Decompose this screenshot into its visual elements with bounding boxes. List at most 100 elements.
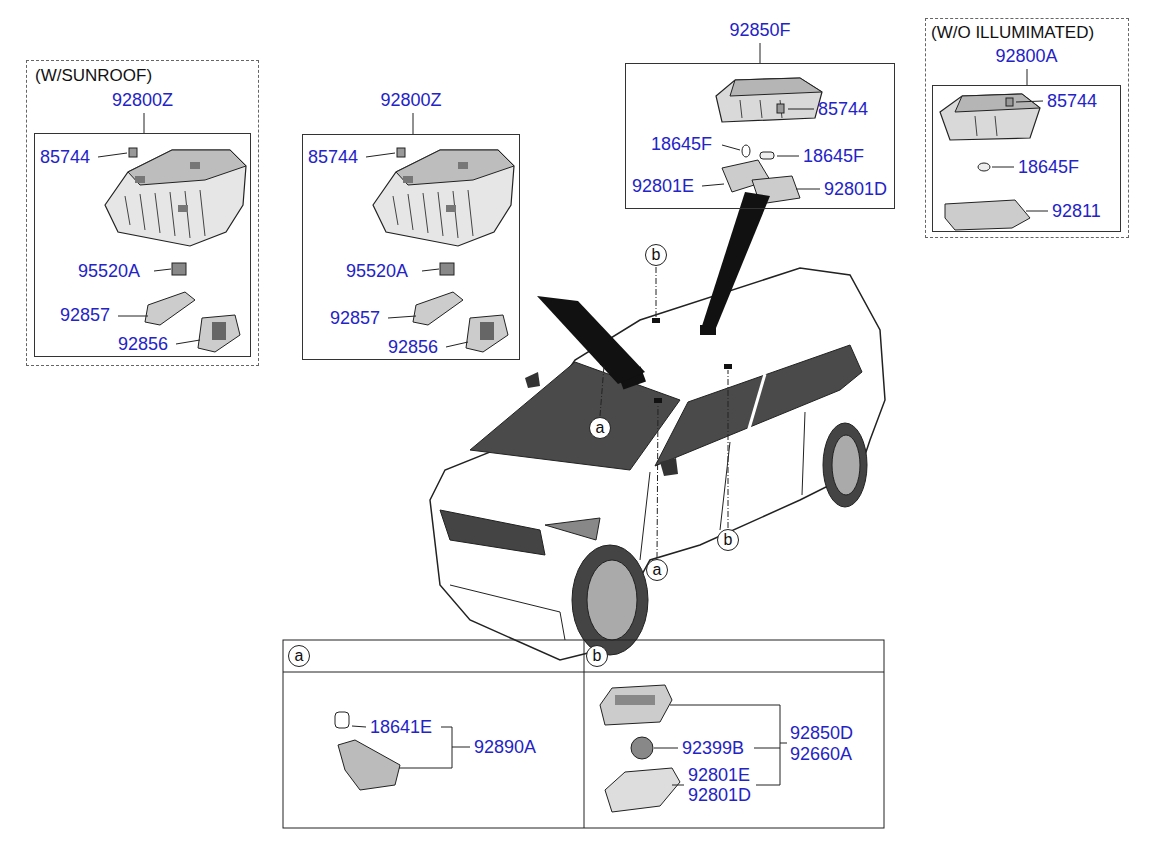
illustration-part	[154, 269, 171, 271]
illustration-part	[452, 747, 470, 748]
illustration-part	[777, 104, 784, 113]
circle-shape	[718, 530, 739, 551]
illustration-part	[470, 362, 680, 470]
illustration-part	[657, 404, 658, 558]
callout-letter: a	[653, 559, 662, 581]
illustration-part	[446, 342, 468, 347]
assembly-number: 92800Z	[380, 89, 441, 111]
illustration-part	[430, 268, 885, 660]
illustration-part	[760, 100, 762, 118]
part-number: 18641E	[370, 716, 432, 738]
illustration-part	[605, 768, 680, 812]
illustration-part	[631, 737, 653, 759]
illustration-part	[587, 560, 637, 640]
illustration-part	[660, 458, 678, 476]
illustration-part	[992, 167, 1014, 168]
illustration-part	[670, 705, 780, 706]
callout-circle: a	[589, 417, 611, 439]
part-number: 95520A	[78, 260, 140, 282]
variant-title: (W/SUNROOF)	[35, 65, 152, 87]
illustration-part	[600, 366, 604, 416]
illustration-part	[978, 163, 990, 171]
illustration-part	[1026, 211, 1048, 212]
illustration-part	[1016, 101, 1043, 102]
part-number: 85744	[308, 146, 358, 168]
part-number: 92857	[60, 304, 110, 326]
illustration-part	[338, 740, 400, 790]
part-number: 85744	[818, 98, 868, 120]
illustration-part	[724, 364, 732, 369]
illustration-part	[654, 398, 662, 403]
callout-circle: a	[288, 645, 310, 667]
illustration-part	[702, 192, 770, 328]
part-number: 18645F	[651, 133, 712, 155]
circle-shape	[646, 245, 667, 266]
illustration-part	[440, 510, 545, 555]
illustration-part	[144, 113, 145, 133]
illustration-part	[545, 518, 600, 540]
illustration-part	[422, 269, 439, 271]
callout-circle: b	[645, 244, 667, 266]
illustration-part	[780, 705, 781, 785]
callout-letter: a	[596, 417, 605, 439]
illustration-part	[788, 109, 814, 110]
assembly-number: 92800A	[995, 45, 1057, 67]
part-number: 92801E	[688, 764, 750, 786]
assembly-number: 92800Z	[112, 89, 173, 111]
illustration-part	[995, 116, 997, 136]
illustration-part	[975, 116, 977, 136]
illustration-part	[672, 785, 684, 786]
part-number: 92857	[330, 307, 380, 329]
illustration-part	[413, 113, 414, 134]
part-number: 95520A	[346, 260, 408, 282]
illustration-part	[584, 640, 585, 828]
illustration-part	[600, 685, 672, 725]
illustration-part	[373, 148, 514, 352]
part-number: 85744	[1047, 90, 1097, 112]
illustration-part	[754, 748, 780, 749]
illustration-part	[98, 153, 127, 157]
illustration-part	[722, 145, 740, 150]
callout-letter: b	[724, 529, 733, 551]
illustration-part	[118, 316, 148, 317]
illustration-part	[335, 712, 349, 728]
illustration-part	[450, 585, 565, 640]
illustration-part	[441, 727, 452, 728]
circle-shape	[289, 646, 310, 667]
part-number: 92850D	[790, 722, 853, 744]
part-number: 18645F	[803, 145, 864, 167]
part-number: 92890A	[474, 736, 536, 758]
part-number: 92856	[118, 333, 168, 355]
part-number: 92801D	[688, 784, 751, 806]
illustration-part	[955, 94, 1040, 112]
illustration-part	[352, 726, 366, 727]
illustration-part	[640, 472, 650, 560]
illustration-part	[399, 768, 452, 769]
illustration-part	[283, 640, 884, 828]
illustration-part	[388, 316, 416, 318]
part-number: 92801D	[824, 178, 887, 200]
part-number: 85744	[40, 146, 90, 168]
callout-letter: a	[295, 645, 304, 667]
illustration-part	[730, 78, 822, 96]
illustration-part	[832, 435, 860, 495]
illustration-part	[940, 94, 1040, 140]
part-number: 92856	[388, 336, 438, 358]
illustration-part	[176, 340, 200, 344]
part-number: 92399B	[682, 737, 744, 759]
part-number: 92660A	[790, 743, 852, 765]
variant-title: (W/O ILLUMIMATED)	[931, 22, 1094, 44]
illustration-part	[760, 152, 774, 159]
illustration-part	[1006, 98, 1013, 106]
part-number: 18645F	[1018, 156, 1079, 178]
illustration-part	[945, 200, 1030, 230]
callout-letter: b	[593, 645, 602, 667]
callout-letter: b	[652, 244, 661, 266]
illustration-part	[366, 153, 395, 157]
callout-circle: b	[586, 645, 608, 667]
callout-circle: a	[646, 559, 668, 581]
illustration-part	[760, 43, 761, 63]
illustration-part	[740, 100, 742, 118]
